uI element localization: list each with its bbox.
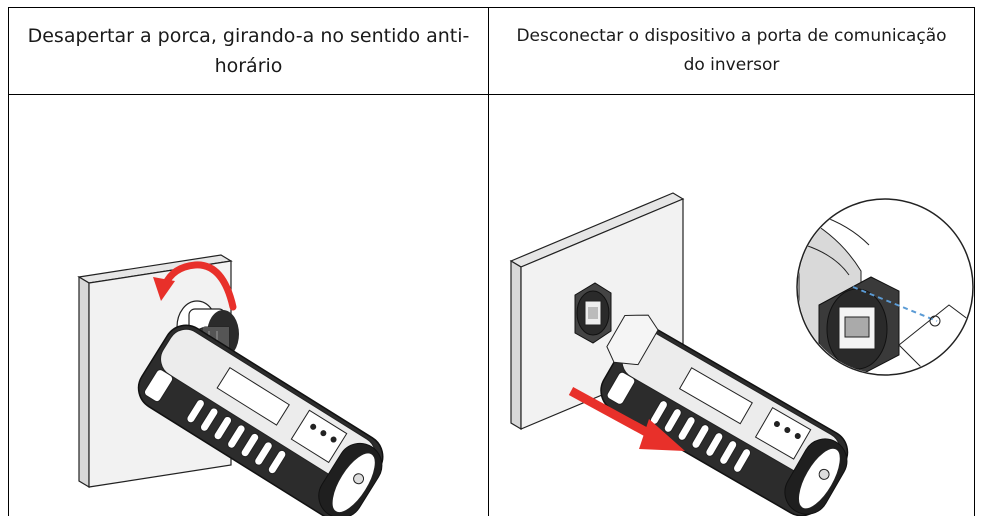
unscrew-illustration [9,95,488,516]
step-disconnect-label: Desconectar o dispositivo a porta de com… [516,26,947,75]
row-divider [8,94,975,95]
step-unscrew-label: Desapertar a porca, girando-a no sentido… [27,25,470,77]
instruction-table [8,7,975,516]
wifi-stick-device [600,314,849,516]
step-unscrew-text: Desapertar a porca, girando-a no sentido… [9,8,488,94]
disconnect-drawing [509,192,974,516]
communication-port [574,282,612,344]
column-divider [488,7,489,516]
disconnect-illustration [489,95,974,516]
pull-out-arrow-icon [568,387,685,451]
unscrew-drawing [77,254,384,516]
rotate-counterclockwise-icon [153,261,237,311]
wifi-stick-device [137,324,384,516]
step-disconnect-text: Desconectar o dispositivo a porta de com… [489,8,974,94]
port-zoom-detail [796,198,974,376]
